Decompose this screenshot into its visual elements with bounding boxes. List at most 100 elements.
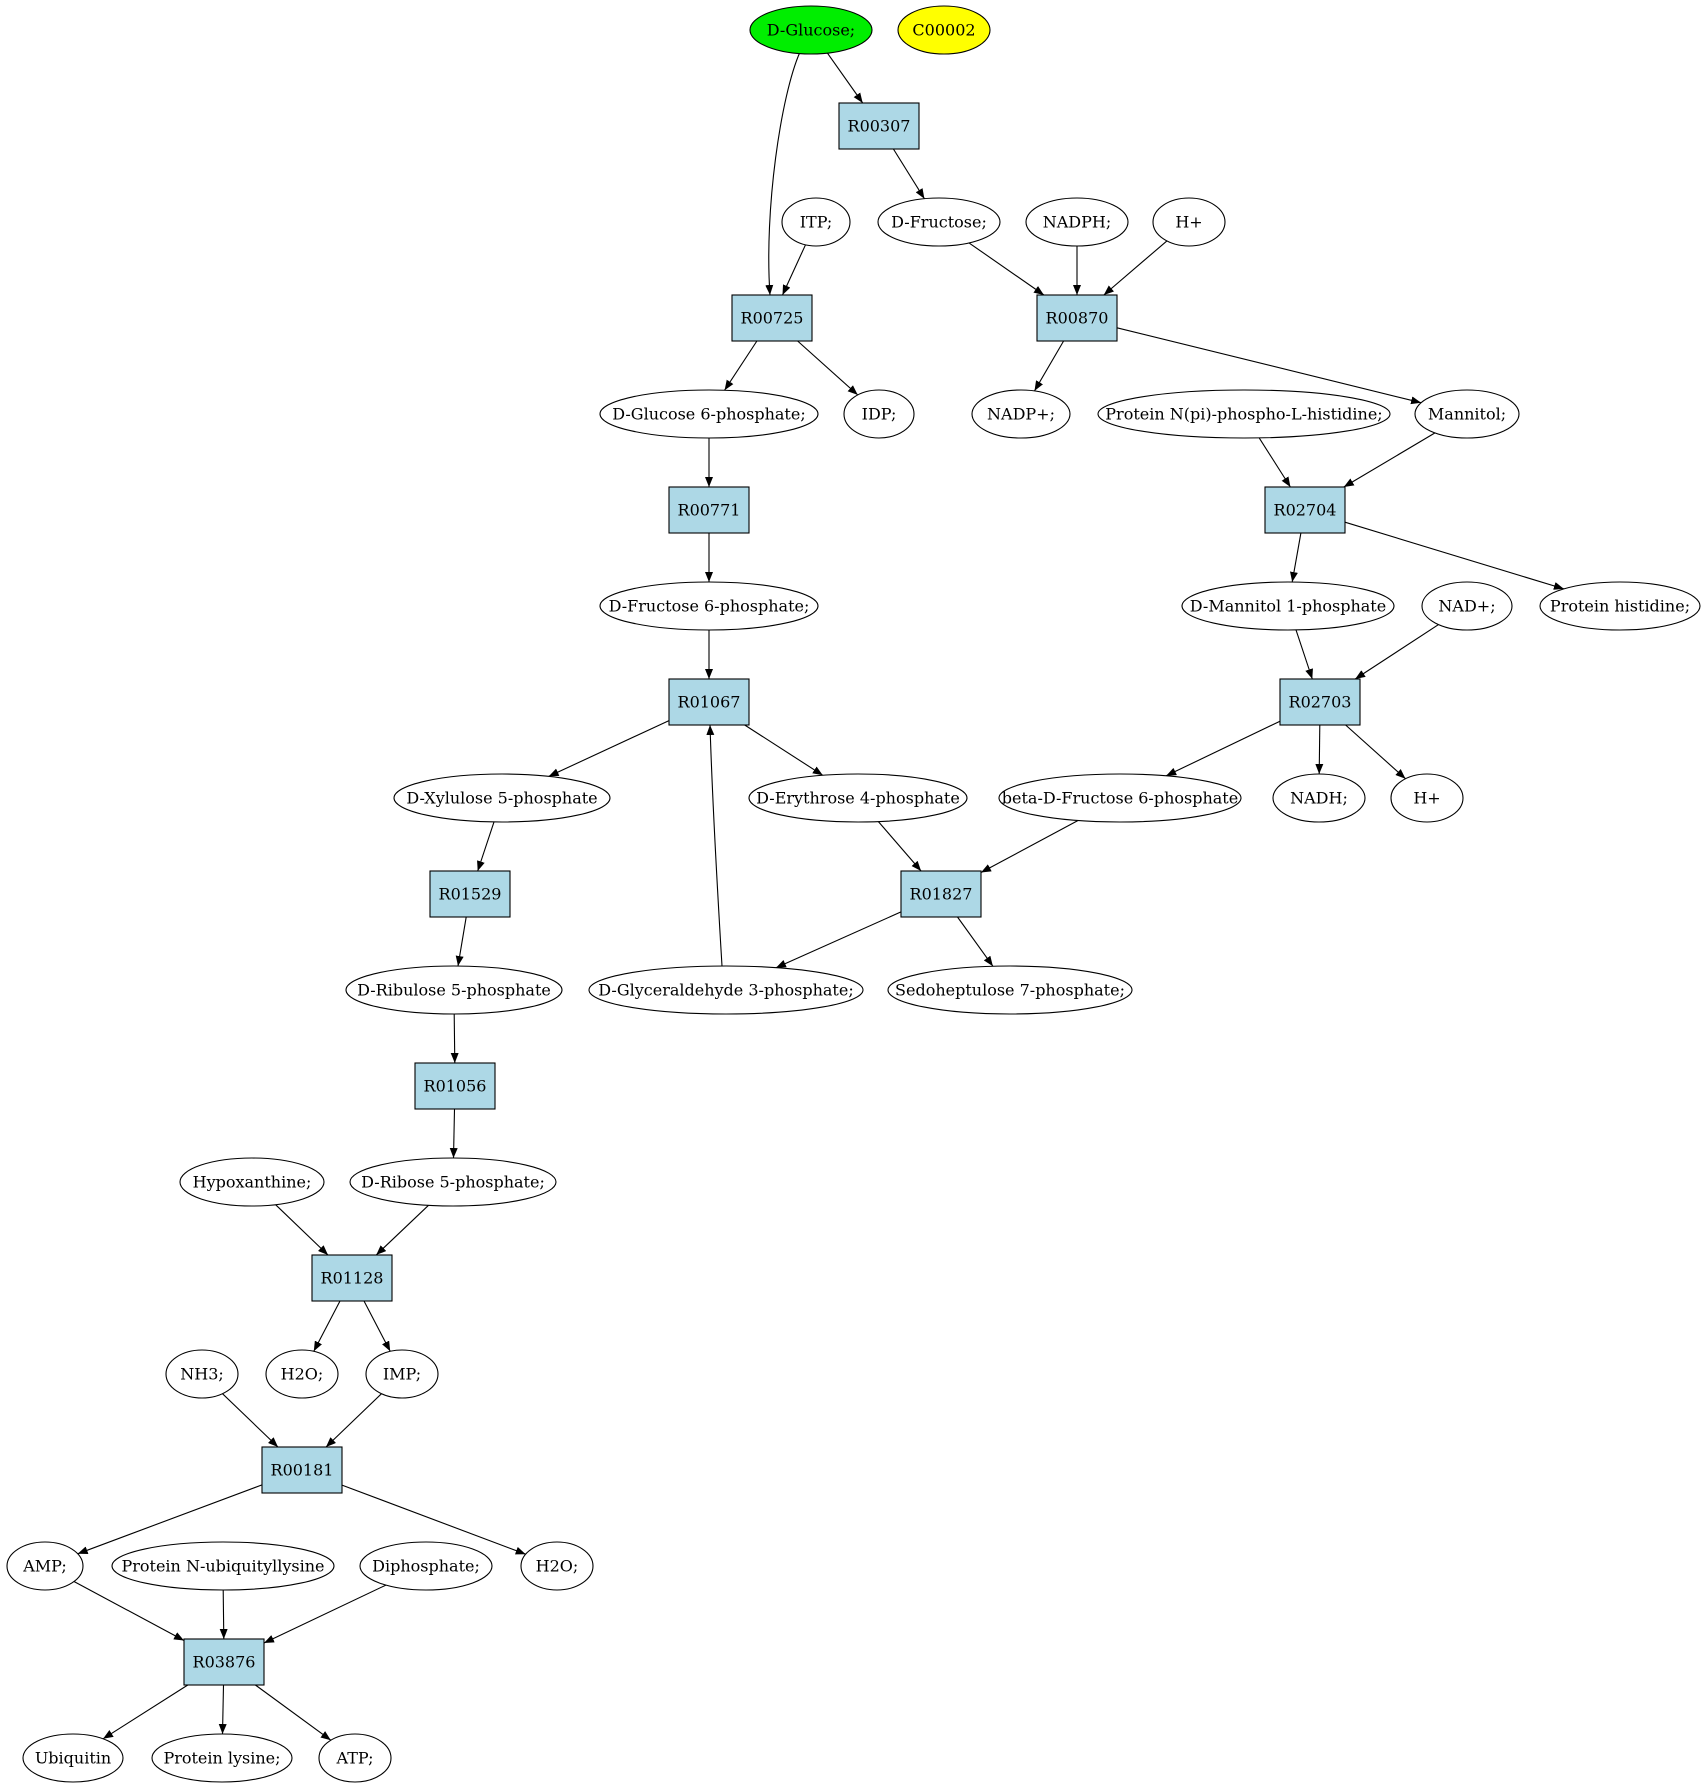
compound-node-fructose[interactable]: D-Fructose; xyxy=(877,197,1001,247)
r01128-shape xyxy=(311,1254,393,1302)
compound-node-s7p[interactable]: Sedoheptulose 7-phosphate; xyxy=(887,965,1133,1015)
reaction-node-r01827[interactable]: R01827 xyxy=(900,870,982,918)
r01827-label: R01827 xyxy=(910,885,973,904)
reaction-node-r02704[interactable]: R02704 xyxy=(1264,486,1346,534)
compound-node-protein_lys[interactable]: Protein lysine; xyxy=(151,1733,293,1783)
g6p-shape xyxy=(599,389,819,439)
atp-label: ATP; xyxy=(336,1749,374,1768)
edge-imp-to-r00181 xyxy=(325,1393,382,1448)
compound-node-c00002[interactable]: C00002 xyxy=(897,5,991,55)
compound-node-g3p[interactable]: D-Glyceraldehyde 3-phosphate; xyxy=(588,965,864,1015)
reaction-node-r01128[interactable]: R01128 xyxy=(311,1254,393,1302)
compound-node-h2o2[interactable]: H2O; xyxy=(520,1541,594,1591)
edges-layer xyxy=(73,51,1565,1741)
compound-node-nh3[interactable]: NH3; xyxy=(165,1349,239,1399)
protein_lys-shape xyxy=(151,1733,293,1783)
compound-node-nad[interactable]: NAD+; xyxy=(1421,581,1513,631)
nh3-shape xyxy=(165,1349,239,1399)
r00725-shape xyxy=(731,294,813,342)
r01056-label: R01056 xyxy=(424,1077,487,1096)
edge-bf6p-to-r01827 xyxy=(980,820,1079,873)
compound-node-f6p[interactable]: D-Fructose 6-phosphate; xyxy=(599,581,819,631)
edge-r01128-to-h2o1 xyxy=(313,1300,341,1352)
r00870-shape xyxy=(1036,294,1118,342)
bf6p-label: beta-D-Fructose 6-phosphate xyxy=(1002,789,1238,808)
compound-node-hplus1[interactable]: H+ xyxy=(1152,197,1226,247)
r01529-label: R01529 xyxy=(439,885,502,904)
r02704-label: R02704 xyxy=(1274,501,1337,520)
edge-r01067-to-e4p xyxy=(744,724,824,776)
edge-nad-to-r02703 xyxy=(1354,624,1439,680)
g3p-shape xyxy=(588,965,864,1015)
reaction-node-r01056[interactable]: R01056 xyxy=(414,1062,496,1110)
compound-node-imp[interactable]: IMP; xyxy=(365,1349,439,1399)
mannitol-label: Mannitol; xyxy=(1428,405,1506,424)
r5p-label: D-Ribose 5-phosphate; xyxy=(361,1173,545,1192)
edge-r02703-to-nadh xyxy=(1315,724,1324,775)
imp-label: IMP; xyxy=(383,1365,421,1384)
edge-r02703-to-bf6p xyxy=(1165,720,1281,777)
r00307-shape xyxy=(838,102,920,150)
hplus2-label: H+ xyxy=(1413,789,1440,808)
compound-node-h2o1[interactable]: H2O; xyxy=(265,1349,339,1399)
r00181-shape xyxy=(261,1446,343,1494)
reaction-node-r03876[interactable]: R03876 xyxy=(183,1638,265,1686)
compound-node-phospho_his[interactable]: Protein N(pi)-phospho-L-histidine; xyxy=(1097,389,1391,439)
protein_his-shape xyxy=(1539,581,1701,631)
itp-label: ITP; xyxy=(800,213,833,232)
reaction-node-r00181[interactable]: R00181 xyxy=(261,1446,343,1494)
compound-node-hypoxanthine[interactable]: Hypoxanthine; xyxy=(179,1157,325,1207)
phospho_his-label: Protein N(pi)-phospho-L-histidine; xyxy=(1105,405,1382,424)
r00771-shape xyxy=(668,486,750,534)
compound-node-ru5p[interactable]: D-Ribulose 5-phosphate xyxy=(345,965,563,1015)
edge-r00870-to-nadp xyxy=(1034,340,1065,392)
reaction-node-r02703[interactable]: R02703 xyxy=(1279,678,1361,726)
reaction-node-r00307[interactable]: R00307 xyxy=(838,102,920,150)
compound-node-xu5p[interactable]: D-Xylulose 5-phosphate xyxy=(393,773,611,823)
reaction-node-r00771[interactable]: R00771 xyxy=(668,486,750,534)
compound-node-ubiquitin[interactable]: Ubiquitin xyxy=(22,1733,124,1783)
edge-hplus1-to-r00870 xyxy=(1103,240,1168,296)
reaction-node-r01529[interactable]: R01529 xyxy=(429,870,511,918)
r03876-label: R03876 xyxy=(193,1653,256,1672)
compound-node-mannitol[interactable]: Mannitol; xyxy=(1414,389,1520,439)
nadh-label: NADH; xyxy=(1290,789,1348,808)
fructose-shape xyxy=(877,197,1001,247)
e4p-label: D-Erythrose 4-phosphate xyxy=(756,789,960,808)
compound-node-diphosphate[interactable]: Diphosphate; xyxy=(359,1541,493,1591)
reaction-node-r00725[interactable]: R00725 xyxy=(731,294,813,342)
r03876-shape xyxy=(183,1638,265,1686)
compound-node-nadh[interactable]: NADH; xyxy=(1272,773,1366,823)
r00870-label: R00870 xyxy=(1046,309,1109,328)
hplus2-shape xyxy=(1390,773,1464,823)
compound-node-nadp[interactable]: NADP+; xyxy=(971,389,1071,439)
edge-r01067-to-xu5p xyxy=(548,720,670,777)
compound-node-atp[interactable]: ATP; xyxy=(318,1733,392,1783)
compound-node-amp[interactable]: AMP; xyxy=(6,1541,84,1591)
nad-label: NAD+; xyxy=(1438,597,1495,616)
protein_his-label: Protein histidine; xyxy=(1550,597,1690,616)
compound-node-protein_his[interactable]: Protein histidine; xyxy=(1539,581,1701,631)
compound-node-hplus2[interactable]: H+ xyxy=(1390,773,1464,823)
reaction-node-r01067[interactable]: R01067 xyxy=(668,678,750,726)
compound-node-g6p[interactable]: D-Glucose 6-phosphate; xyxy=(599,389,819,439)
compound-node-itp[interactable]: ITP; xyxy=(781,197,851,247)
mannitol-shape xyxy=(1414,389,1520,439)
compound-node-bf6p[interactable]: beta-D-Fructose 6-phosphate xyxy=(998,773,1242,823)
compound-node-ubiq_lys[interactable]: Protein N-ubiquityllysine xyxy=(111,1541,335,1591)
ubiquitin-label: Ubiquitin xyxy=(35,1749,111,1768)
compound-node-glucose[interactable]: D-Glucose; xyxy=(749,5,873,55)
compound-node-idp[interactable]: IDP; xyxy=(843,389,915,439)
nh3-label: NH3; xyxy=(180,1365,224,1384)
compound-node-mannitol1p[interactable]: D-Mannitol 1-phosphate xyxy=(1181,581,1395,631)
compound-node-e4p[interactable]: D-Erythrose 4-phosphate xyxy=(748,773,968,823)
reaction-node-r00870[interactable]: R00870 xyxy=(1036,294,1118,342)
compound-node-r5p[interactable]: D-Ribose 5-phosphate; xyxy=(349,1157,557,1207)
edge-r00870-to-mannitol xyxy=(1116,327,1422,405)
edge-e4p-to-r01827 xyxy=(877,821,922,872)
compound-node-nadph[interactable]: NADPH; xyxy=(1025,197,1129,247)
imp-shape xyxy=(365,1349,439,1399)
e4p-shape xyxy=(748,773,968,823)
h2o1-shape xyxy=(265,1349,339,1399)
